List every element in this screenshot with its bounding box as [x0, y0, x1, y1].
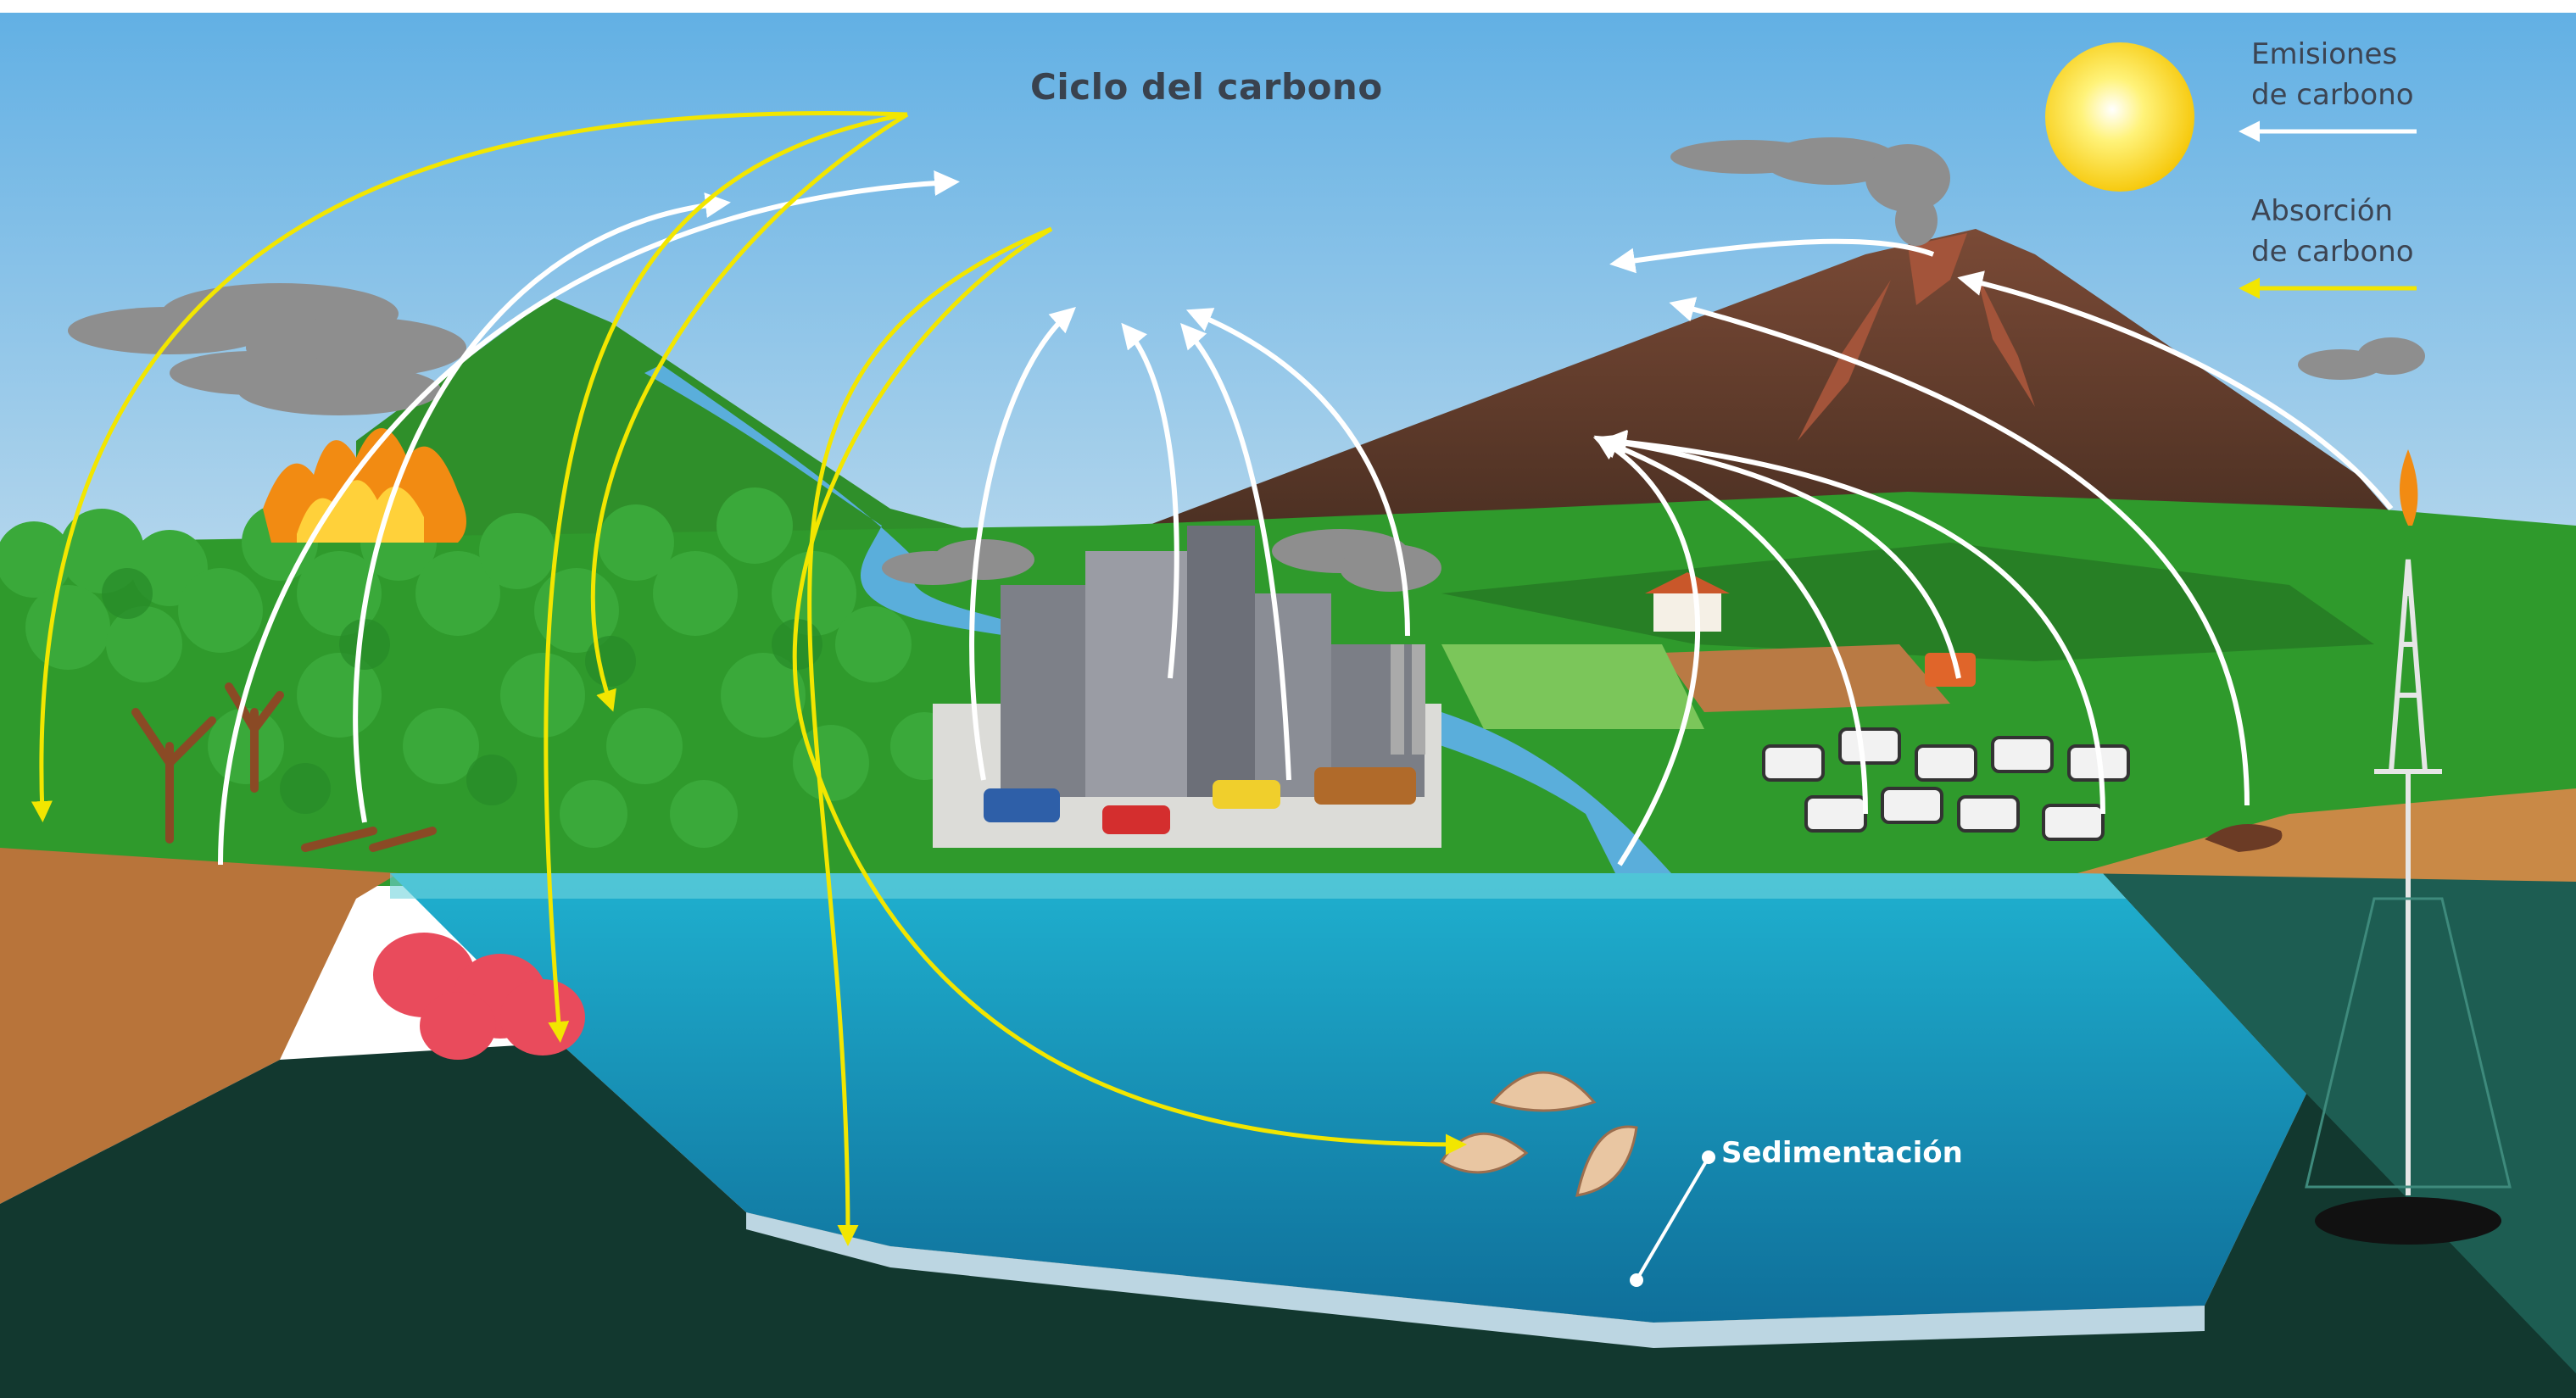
- legend-absorption-line2: de carbono: [2251, 235, 2414, 269]
- oil-flame: [2400, 449, 2418, 526]
- dead-trees: [131, 682, 437, 852]
- diagram-title: Ciclo del carbono: [1030, 66, 1383, 108]
- oil-well-outline: [2305, 897, 2512, 1189]
- ocean: [390, 873, 2306, 1323]
- crop-field: [1441, 644, 1704, 729]
- right-cliff: [2103, 873, 2576, 1373]
- right-soil: [2077, 788, 2576, 882]
- farmhouse: [1653, 589, 1721, 632]
- oil-rig: [2374, 559, 2442, 1195]
- oil-deposit: [2315, 1197, 2501, 1245]
- oil-rig-smoke: [2298, 337, 2425, 380]
- smoke-cloud: [68, 283, 466, 415]
- legend-emissions-line1: Emisiones: [2251, 37, 2398, 71]
- sun-icon: [2045, 42, 2194, 192]
- volcano-lava: [1798, 233, 2035, 441]
- absorption-arrows: [31, 110, 1467, 1246]
- volcano-smoke: [1670, 137, 1950, 246]
- legend-absorption: Absorción de carbono: [2251, 191, 2414, 272]
- legend-absorption-line1: Absorción: [2251, 194, 2394, 228]
- background-mountain: [356, 297, 1018, 543]
- legend-emissions: Emisiones de carbono: [2251, 34, 2414, 115]
- deep-sediment: [0, 873, 2576, 1398]
- farmhouse-roof: [1645, 572, 1730, 593]
- plowed-field: [1662, 644, 1950, 712]
- sedimentation-label: Sedimentación: [1721, 1136, 1963, 1170]
- volcano: [1102, 229, 2417, 543]
- dead-animal: [2205, 824, 2283, 852]
- factory-smoke: [882, 529, 1441, 592]
- emission-arrows: [218, 170, 2394, 866]
- legend-emissions-line2: de carbono: [2251, 78, 2414, 112]
- cows: [1762, 727, 2130, 841]
- soil-cliff: [0, 848, 399, 1204]
- sediment-layer: [746, 1212, 2205, 1348]
- sedimentation-callout: [1630, 1150, 1715, 1287]
- tractor: [1925, 653, 1976, 687]
- cars: [984, 767, 1416, 834]
